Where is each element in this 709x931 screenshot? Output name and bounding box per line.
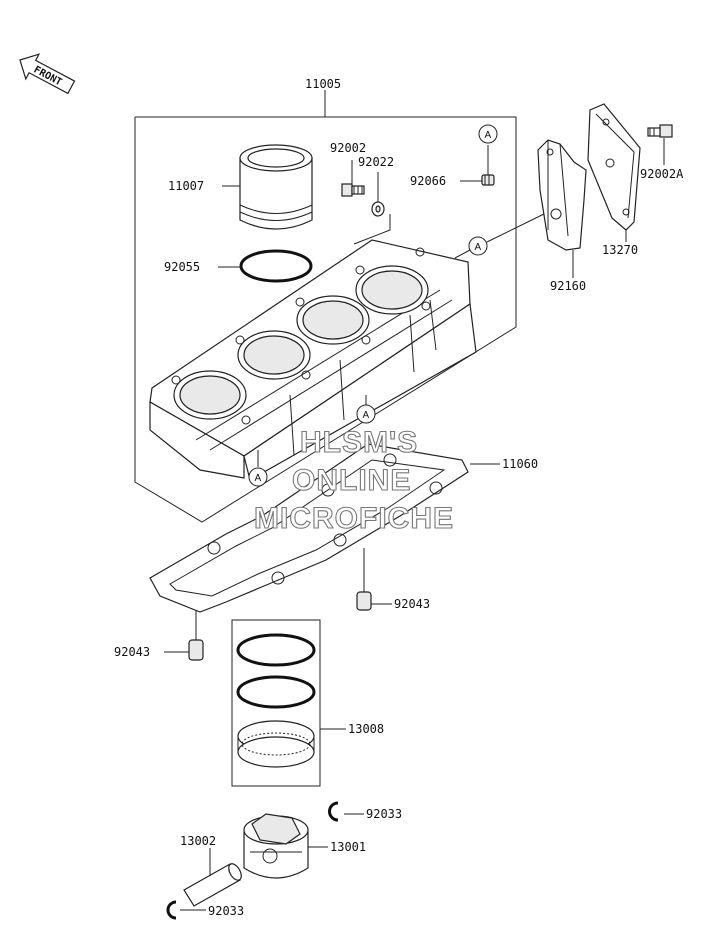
- svg-text:A: A: [363, 410, 370, 421]
- bolt-92002a-part[interactable]: [647, 124, 673, 138]
- callout-13001[interactable]: 13001: [330, 840, 366, 854]
- callout-92022[interactable]: 92022: [358, 155, 394, 169]
- cylinder-block-part[interactable]: [149, 239, 477, 481]
- piston-part[interactable]: [243, 813, 309, 879]
- gasket-11060-part[interactable]: [149, 443, 469, 613]
- circlip-bottom-part[interactable]: [166, 900, 177, 920]
- callout-11060[interactable]: 11060: [502, 457, 538, 471]
- svg-text:MICROFICHE: MICROFICHE: [254, 502, 454, 535]
- callout-13270[interactable]: 13270: [602, 243, 638, 257]
- callout-13002[interactable]: 13002: [180, 834, 216, 848]
- callout-92033-top[interactable]: 92033: [366, 807, 402, 821]
- ref-marker-a-4: [468, 236, 488, 256]
- front-arrow-icon: FRONT: [19, 53, 76, 95]
- svg-text:A: A: [475, 242, 482, 253]
- callout-92160[interactable]: 92160: [550, 279, 586, 293]
- bracket-92160-part[interactable]: [537, 139, 587, 251]
- cylinder-group-outline: [134, 116, 517, 523]
- ref-marker-a-3: [248, 467, 268, 487]
- bolt-92002-part[interactable]: [341, 183, 365, 197]
- circlip-top-part[interactable]: [328, 801, 339, 822]
- callout-92066[interactable]: 92066: [410, 174, 446, 188]
- watermark: HLSM'S ONLINE MICROFICHE: [253, 425, 454, 535]
- callout-13008[interactable]: 13008: [348, 722, 384, 736]
- callout-11007[interactable]: 11007: [168, 179, 204, 193]
- callout-92002[interactable]: 92002: [330, 141, 366, 155]
- callout-92055[interactable]: 92055: [164, 260, 200, 274]
- callout-92002a[interactable]: 92002A: [640, 167, 684, 181]
- washer-92022-part[interactable]: [371, 201, 385, 217]
- dowel-pin-right-part[interactable]: [356, 591, 372, 611]
- plug-92066-part[interactable]: [481, 174, 495, 186]
- piston-ring-set-part[interactable]: [236, 633, 316, 768]
- callout-92043-right[interactable]: 92043: [394, 597, 430, 611]
- svg-text:A: A: [485, 130, 492, 141]
- svg-text:A: A: [255, 473, 262, 484]
- ref-marker-a-1: [478, 124, 498, 144]
- svg-text:HLSM'S: HLSM'S: [300, 426, 418, 459]
- ring-set-box: [231, 619, 321, 787]
- dowel-pin-left-part[interactable]: [188, 639, 204, 661]
- callout-11005[interactable]: 11005: [305, 77, 341, 91]
- o-ring-part[interactable]: [239, 249, 313, 283]
- piston-pin-part[interactable]: [183, 862, 244, 907]
- callout-92033-bottom[interactable]: 92033: [208, 904, 244, 918]
- cover-13270-part[interactable]: [587, 103, 641, 231]
- ref-marker-a-2: [356, 404, 376, 424]
- svg-text:ONLINE: ONLINE: [292, 464, 411, 497]
- cylinder-sleeve-part[interactable]: [239, 144, 313, 230]
- callout-92043-left[interactable]: 92043: [114, 645, 150, 659]
